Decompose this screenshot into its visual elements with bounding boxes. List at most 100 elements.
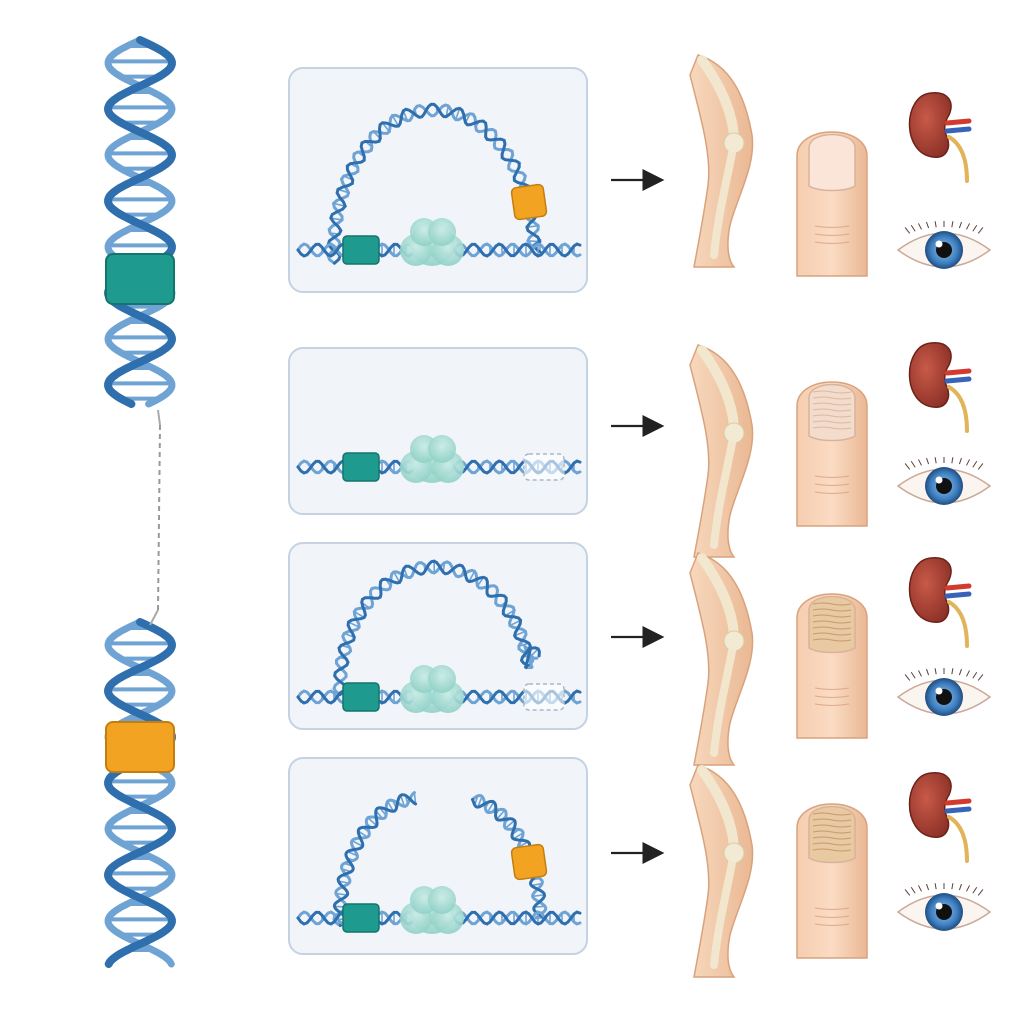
dna-backbone-back: [332, 560, 539, 696]
eyelash: [977, 674, 984, 681]
eyelash: [966, 459, 970, 466]
base-pair-rung: [514, 630, 526, 637]
fingernail-icon: [796, 593, 868, 739]
kidney-icon: [908, 557, 972, 648]
eyelash: [910, 886, 916, 894]
renal-artery: [944, 583, 972, 591]
knuckle-crease: [814, 703, 850, 706]
renal-vein: [944, 806, 972, 814]
eyelash: [910, 224, 916, 232]
eyelash: [910, 460, 916, 468]
enhancer-block: [342, 235, 380, 265]
base-pair-rung: [335, 892, 348, 896]
eyelash: [958, 668, 962, 676]
eyelash: [918, 885, 922, 892]
renal-vein: [944, 126, 972, 134]
nail-ridge: [812, 426, 852, 430]
nail-ridge: [812, 812, 852, 816]
knuckle-crease: [814, 233, 850, 236]
eyelash: [934, 883, 937, 890]
kidney-body: [908, 557, 952, 623]
dna-backbone-front: [104, 36, 176, 408]
ureter: [947, 600, 969, 648]
insulator-block: [510, 843, 548, 881]
tibia-bone: [710, 647, 736, 757]
leg-skin: [689, 764, 754, 978]
eyelash: [972, 224, 978, 232]
femur-bone: [697, 765, 739, 852]
eye-icon: [896, 883, 992, 931]
eye-highlight: [935, 240, 943, 248]
renal-artery: [944, 118, 972, 126]
renal-artery: [944, 368, 972, 376]
leg-skin: [689, 54, 754, 268]
tibia-bone: [710, 149, 736, 259]
knuckle-crease: [814, 915, 850, 918]
eyelash: [977, 463, 984, 470]
base-pair-rung: [468, 570, 476, 582]
rows: [288, 54, 992, 978]
nail-ridge: [812, 396, 852, 400]
insulator-block: [105, 721, 175, 773]
nail-ridge: [812, 402, 852, 406]
kidney-icon: [908, 342, 972, 433]
kidney-body: [908, 342, 952, 408]
row-2: [288, 342, 992, 558]
nail-ridge: [812, 420, 852, 424]
left-genome-helix: [104, 36, 176, 968]
eyelash: [972, 460, 978, 468]
fingernail-icon: [796, 381, 868, 527]
base-pair-rung: [399, 795, 406, 807]
nail-ridge: [812, 608, 852, 612]
eye-highlight: [935, 476, 943, 484]
tether-top: [157, 409, 161, 426]
insulator-block: [510, 183, 548, 221]
row-1: [288, 54, 992, 293]
dna-backbone-front: [326, 102, 542, 265]
eyelash: [951, 668, 954, 675]
dna-backbone-front: [333, 559, 541, 696]
upper-dna-helix: [104, 36, 176, 408]
eyelash: [926, 221, 930, 229]
promoter-complex: [400, 886, 464, 934]
renal-vein: [944, 591, 972, 599]
eyelash: [966, 670, 970, 677]
eyelash: [977, 227, 984, 234]
leg-knee-icon: [689, 54, 754, 268]
dna-backbone-front: [104, 618, 176, 968]
chromatin-loop-open: [332, 559, 541, 696]
base-pair-rung: [509, 619, 521, 627]
base-pair-rung: [504, 819, 516, 829]
base-pair-rung: [454, 108, 461, 120]
eyelash: [972, 671, 978, 679]
leg-skin: [689, 552, 754, 766]
dna-backbone-back: [104, 618, 176, 968]
base-pair-rung: [333, 202, 346, 207]
base-pair-rung: [477, 796, 483, 808]
knuckle-crease: [814, 907, 850, 910]
nail-ridge: [812, 614, 852, 618]
knuckle-crease: [814, 695, 850, 698]
femur-bone: [697, 55, 739, 142]
knuckle-crease: [814, 475, 850, 478]
base-pair-rung: [532, 893, 545, 898]
ureter: [947, 815, 969, 863]
nail-ridge: [812, 626, 852, 630]
eyelash: [958, 883, 962, 891]
knuckle-crease: [814, 225, 850, 228]
ureter: [947, 135, 969, 183]
enhancer-block: [342, 903, 380, 933]
nail-ridge: [812, 818, 852, 822]
leg-knee-icon: [689, 344, 754, 558]
knuckle-crease: [814, 483, 850, 486]
deleted-element-outline: [523, 453, 565, 481]
femur-bone: [697, 345, 739, 432]
eyelash: [904, 227, 911, 234]
leg-knee-icon: [689, 764, 754, 978]
eyelash: [958, 221, 962, 229]
base-pair-rung: [391, 115, 400, 127]
kidney-body: [908, 772, 952, 838]
nail-ridge: [812, 414, 852, 418]
